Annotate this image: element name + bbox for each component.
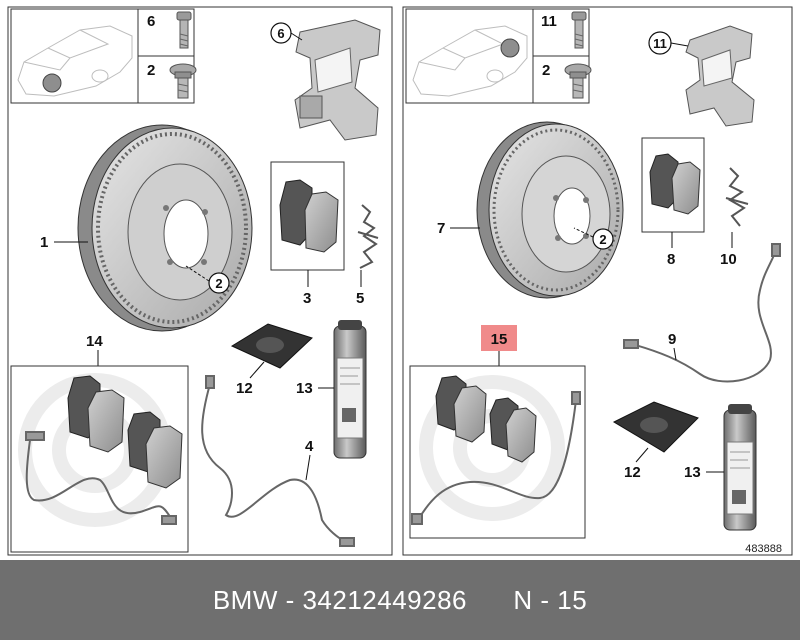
callout-circle xyxy=(592,228,614,250)
wear-sensor-icon xyxy=(25,431,177,525)
brake-pad-icon xyxy=(435,375,537,463)
spray-callout: 13 xyxy=(684,464,701,481)
spray-can-icon xyxy=(723,404,757,531)
disc-callout: 1 xyxy=(40,234,48,251)
caliper-bracket-icon xyxy=(294,19,381,141)
pad-set-callout: 3 xyxy=(303,290,311,307)
brake-pad-icon xyxy=(67,375,183,489)
spray-callout: 13 xyxy=(296,380,313,397)
pad-set-callout: 8 xyxy=(667,251,675,268)
brake-pad-icon xyxy=(279,179,339,253)
kit-callout: 15 xyxy=(491,331,508,348)
kit-highlight xyxy=(481,325,517,351)
spring-clip-icon xyxy=(725,167,749,227)
grease-pack-icon xyxy=(612,401,699,453)
inset-part-number: 11 xyxy=(541,13,557,30)
parts-diagram: 6 2 6 xyxy=(7,6,793,556)
grease-callout: 12 xyxy=(624,464,641,481)
caliper-callout: 6 xyxy=(277,26,284,41)
wear-sensor-icon xyxy=(411,391,581,525)
spring-clip-icon xyxy=(357,204,379,269)
car-outline-icon xyxy=(17,25,133,97)
wear-sensor-icon xyxy=(623,243,781,383)
footer-bar: BMW - 34212449286 N - 15 xyxy=(0,560,800,640)
kit-callout: 14 xyxy=(86,333,103,350)
part-number-caption: BMW - 34212449286 N - 15 xyxy=(212,585,588,615)
brake-pad-icon xyxy=(649,153,701,215)
callout-circle xyxy=(208,272,230,294)
caliper-callout: 11 xyxy=(653,36,667,51)
torx-screw-icon xyxy=(564,63,592,99)
location-marker-icon xyxy=(500,38,520,58)
left-panel: 6 2 6 xyxy=(7,6,393,556)
left-inset: 6 2 xyxy=(10,8,197,104)
spray-can-icon xyxy=(333,320,367,459)
right-inset-frame xyxy=(405,8,590,104)
sensor-callout: 9 xyxy=(668,331,676,348)
brake-disc-icon xyxy=(476,121,624,299)
grease-pack-icon xyxy=(230,323,313,369)
right-inset: 11 2 xyxy=(405,8,592,104)
inset-part-number: 6 xyxy=(147,13,155,30)
sensor-callout: 4 xyxy=(305,438,314,455)
car-outline-icon xyxy=(412,25,528,97)
spring-callout: 5 xyxy=(356,290,364,307)
disc-callout: 7 xyxy=(437,220,445,237)
brake-disc-icon xyxy=(77,124,253,332)
inset-part-number: 2 xyxy=(147,62,155,79)
grease-callout: 12 xyxy=(236,380,253,397)
location-marker-icon xyxy=(42,73,62,93)
figure-number: 483888 xyxy=(745,543,782,555)
disc-screw-callout: 2 xyxy=(215,276,222,291)
spring-callout: 10 xyxy=(720,251,737,268)
wear-sensor-icon xyxy=(201,375,355,547)
inset-part-number: 2 xyxy=(542,62,550,79)
disc-screw-callout: 2 xyxy=(599,232,606,247)
right-panel: 11 2 11 xyxy=(402,6,793,556)
bolt-icon xyxy=(176,11,192,49)
caliper-bracket-icon xyxy=(685,25,755,127)
torx-screw-icon xyxy=(169,63,197,99)
bolt-icon xyxy=(571,11,587,49)
